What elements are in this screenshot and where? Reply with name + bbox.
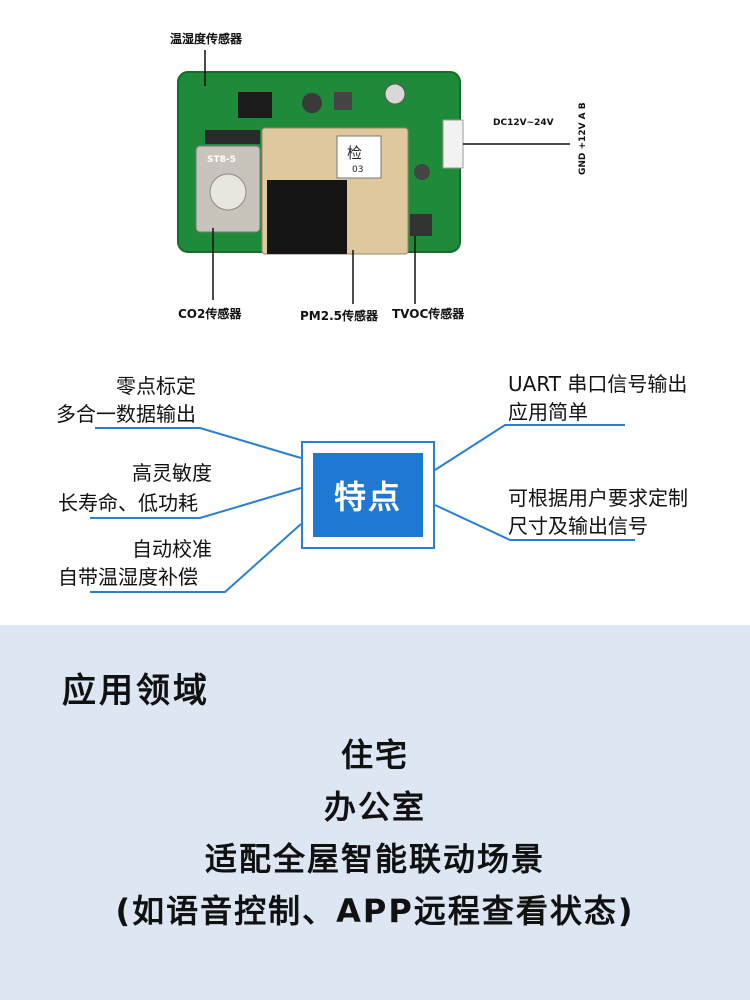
application-item-4: (如语音控制、APP远程查看状态) <box>115 892 635 930</box>
co2-sensor-mark: ST8-5 <box>207 155 236 165</box>
feature-left-3-line2: 自带温湿度补偿 <box>58 565 198 589</box>
applications-section: 应用领域 住宅 办公室 适配全屋智能联动场景 (如语音控制、APP远程查看状态) <box>0 625 750 1000</box>
applications-title: 应用领域 <box>62 671 210 711</box>
line-left-2 <box>90 487 302 519</box>
label-tvoc-sensor: TVOC传感器 <box>392 307 465 321</box>
feature-left-3-line1: 自动校准 <box>132 537 212 561</box>
feature-right-1-line2: 应用简单 <box>508 400 588 424</box>
features-center-box: 特点 <box>301 441 435 549</box>
feature-left-1-line1: 零点标定 <box>116 374 196 398</box>
feature-left-2-line1: 高灵敏度 <box>132 461 212 485</box>
sensor-board-illustration: ST8-5 检 03 <box>177 50 570 304</box>
label-voltage: DC12V~24V <box>493 118 554 128</box>
line-left-1 <box>95 427 302 459</box>
line-right-1 <box>434 424 625 471</box>
application-item-2: 办公室 <box>323 788 426 826</box>
line-left-3 <box>90 523 302 593</box>
capacitor-2 <box>384 83 406 105</box>
feature-right-2-line1: 可根据用户要求定制 <box>508 486 688 510</box>
features-center-label: 特点 <box>313 453 423 537</box>
line-right-2 <box>434 504 635 541</box>
tvoc-sensor <box>410 214 432 236</box>
feature-right-2-line2: 尺寸及输出信号 <box>508 514 648 538</box>
label-co2-sensor: CO2传感器 <box>178 307 242 321</box>
pm25-mark: 检 <box>347 144 362 162</box>
pm25-sub: 03 <box>352 165 363 175</box>
application-item-3: 适配全屋智能联动场景 <box>204 840 545 878</box>
label-pm25-sensor: PM2.5传感器 <box>300 309 378 323</box>
features-connector-lines <box>90 424 635 593</box>
feature-right-1-line1: UART 串口信号输出 <box>508 372 688 396</box>
pm25-foam <box>267 180 347 254</box>
header-pins <box>205 130 260 144</box>
ic-chip <box>238 92 272 118</box>
application-item-1: 住宅 <box>340 736 409 774</box>
inductor <box>334 92 352 110</box>
label-temp-humidity-sensor: 温湿度传感器 <box>170 32 243 46</box>
feature-left-1-line2: 多合一数据输出 <box>56 402 196 426</box>
capacitor-1 <box>302 93 322 113</box>
feature-left-2-line2: 长寿命、低功耗 <box>58 491 198 515</box>
